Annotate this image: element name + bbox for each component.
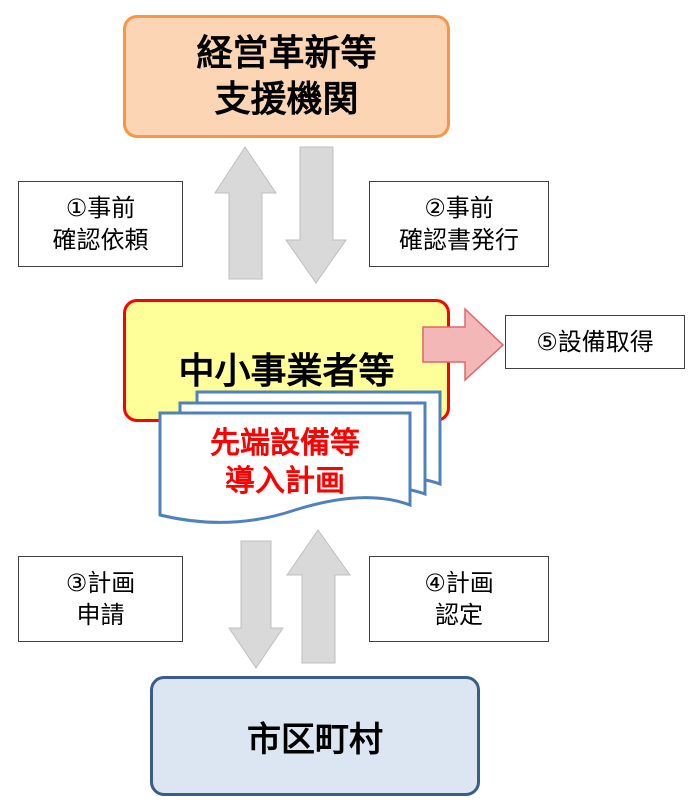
plan-document-page-1 bbox=[158, 411, 412, 524]
support-agency-box: 経営革新等 支援機関 bbox=[123, 15, 450, 138]
step-5-label: ⑤設備取得 bbox=[505, 315, 685, 369]
arrow-down-issue bbox=[285, 146, 347, 284]
arrow-up-approve bbox=[286, 529, 351, 664]
sme-label: 中小事業者等 bbox=[178, 351, 395, 392]
municipality-box: 市区町村 bbox=[150, 676, 480, 796]
step-1-label: ①事前 確認依頼 bbox=[18, 181, 183, 267]
arrow-down-apply bbox=[228, 540, 284, 669]
plan-document-label: 先端設備等 導入計画 bbox=[210, 426, 360, 499]
step-2-label: ②事前 確認書発行 bbox=[369, 181, 549, 267]
support-agency-label: 経営革新等 支援機関 bbox=[196, 32, 377, 120]
municipality-label: 市区町村 bbox=[247, 719, 383, 760]
plan-document: 先端設備等 導入計画 bbox=[160, 420, 410, 506]
step-3-label: ③計画 申請 bbox=[18, 556, 183, 642]
arrow-right-acquire bbox=[422, 307, 505, 382]
arrow-up-request bbox=[214, 146, 277, 280]
step-4-label: ④計画 認定 bbox=[369, 556, 549, 642]
